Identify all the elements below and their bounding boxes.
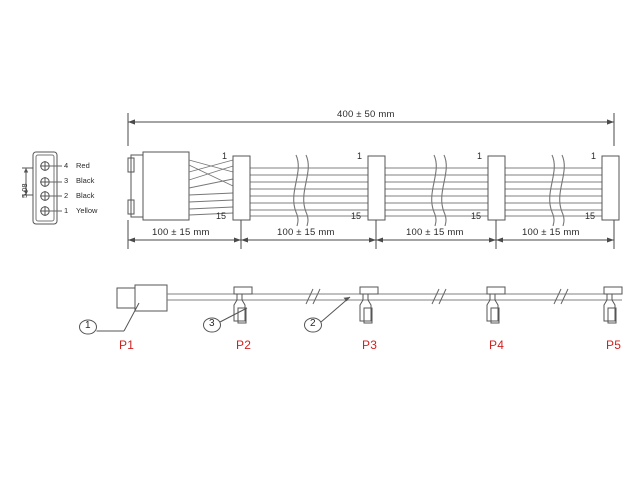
pin-row-2-color: Black xyxy=(76,191,95,200)
port-label-p5: P5 xyxy=(606,338,622,352)
overall-dimension-label: 400 ± 50 mm xyxy=(337,109,395,120)
segment-dimension-1: 100 ± 15 mm xyxy=(152,227,210,238)
connector-1-bottom-pin: 15 xyxy=(216,211,227,221)
segment-dimension-lines xyxy=(127,220,615,249)
assembly-p1-connector xyxy=(116,284,168,312)
port-label-p2: P2 xyxy=(236,338,252,352)
balloon-2-number: 3 xyxy=(209,318,215,329)
segment-dimension-2: 100 ± 15 mm xyxy=(277,227,335,238)
pin-row-4-color: Red xyxy=(76,161,90,170)
pin-row-1-number: 1 xyxy=(64,206,69,215)
port-label-p1: P1 xyxy=(119,338,135,352)
connector-2-top-pin: 1 xyxy=(357,151,363,161)
assembly-cable xyxy=(167,293,622,301)
pin-row-3-number: 3 xyxy=(64,176,69,185)
connector-2-bottom-pin: 15 xyxy=(351,211,362,221)
pin-row-2-number: 2 xyxy=(64,191,69,200)
wire-fan-crossing xyxy=(188,159,234,216)
connector-1-top-pin: 1 xyxy=(222,151,228,161)
main-connector-body xyxy=(127,151,190,221)
break-marks-assembly xyxy=(305,288,569,305)
break-marks-top xyxy=(293,154,565,227)
connector-3-bottom-pin: 15 xyxy=(471,211,482,221)
pin-row-1-color: Yellow xyxy=(76,206,98,215)
balloon-3-number: 2 xyxy=(310,318,316,329)
segment-dimension-3: 100 ± 15 mm xyxy=(406,227,464,238)
balloon-1-number: 1 xyxy=(85,320,91,331)
overall-dimension-line xyxy=(127,113,615,146)
port-label-p3: P3 xyxy=(362,338,378,352)
connector-3-top-pin: 1 xyxy=(477,151,483,161)
pin-row-3-color: Black xyxy=(76,176,95,185)
ribbon-cable-lines xyxy=(250,167,602,217)
pin-spacing-label: 5.08 xyxy=(20,183,29,198)
connector-4-bottom-pin: 15 xyxy=(585,211,596,221)
segment-dimension-4: 100 ± 15 mm xyxy=(522,227,580,238)
port-label-p4: P4 xyxy=(489,338,505,352)
pin-row-4-number: 4 xyxy=(64,161,69,170)
pinout-connector-symbol xyxy=(22,151,62,225)
connector-4-top-pin: 1 xyxy=(591,151,597,161)
callout-balloons xyxy=(79,296,351,335)
assembly-tap-connectors xyxy=(233,286,623,324)
